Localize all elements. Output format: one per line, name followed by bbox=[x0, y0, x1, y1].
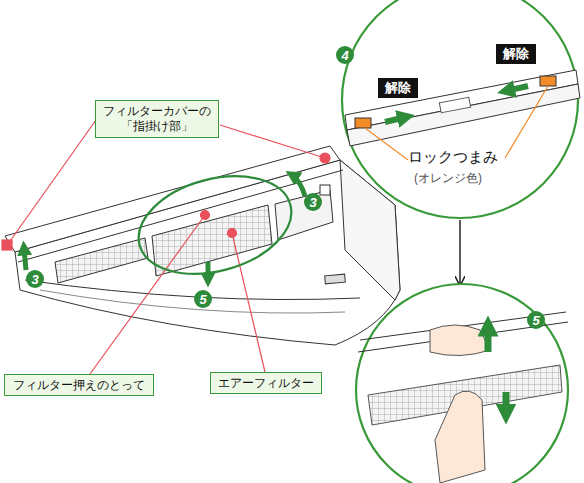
circle-fill bbox=[304, 193, 322, 211]
aircon-unit bbox=[5, 146, 400, 345]
node-text: フィルターカバーの 「指掛け部」 bbox=[100, 104, 214, 134]
motion-arrows bbox=[24, 160, 305, 289]
node-text: 5 bbox=[199, 292, 206, 307]
callout-number: 3 bbox=[304, 193, 322, 211]
node-text: 4 bbox=[341, 48, 348, 63]
zoom-filter bbox=[356, 284, 568, 483]
node-text: 解除 bbox=[385, 79, 411, 97]
node-text: 3 bbox=[309, 195, 316, 210]
callout-number: 4 bbox=[336, 46, 354, 64]
node-text: 3 bbox=[31, 272, 38, 287]
release-tag: 解除 bbox=[378, 78, 418, 98]
part-label: (オレンジ色) bbox=[414, 170, 482, 187]
zoom-lock bbox=[342, 0, 580, 218]
callout-label: フィルターカバーの 「指掛け部」 bbox=[95, 100, 219, 138]
node-text: フィルター押えのとって bbox=[13, 378, 145, 393]
callout-number: 3 bbox=[26, 270, 44, 288]
callout-number: 5 bbox=[527, 311, 545, 329]
flow-arrow bbox=[459, 220, 461, 284]
callout-number: 5 bbox=[194, 290, 212, 308]
leader-lines bbox=[2, 120, 330, 374]
node-text: 解除 bbox=[503, 45, 529, 63]
circle-fill bbox=[527, 311, 545, 329]
callout-label: エアーフィルター bbox=[210, 372, 322, 394]
circle-fill bbox=[26, 270, 44, 288]
node-text: エアーフィルター bbox=[218, 376, 314, 391]
circle-fill bbox=[194, 290, 212, 308]
node-text: 5 bbox=[532, 313, 539, 328]
circle-fill bbox=[336, 46, 354, 64]
release-tag: 解除 bbox=[496, 44, 536, 64]
part-label: ロックつまみ bbox=[408, 148, 498, 167]
callout-label: フィルター押えのとって bbox=[4, 374, 154, 396]
